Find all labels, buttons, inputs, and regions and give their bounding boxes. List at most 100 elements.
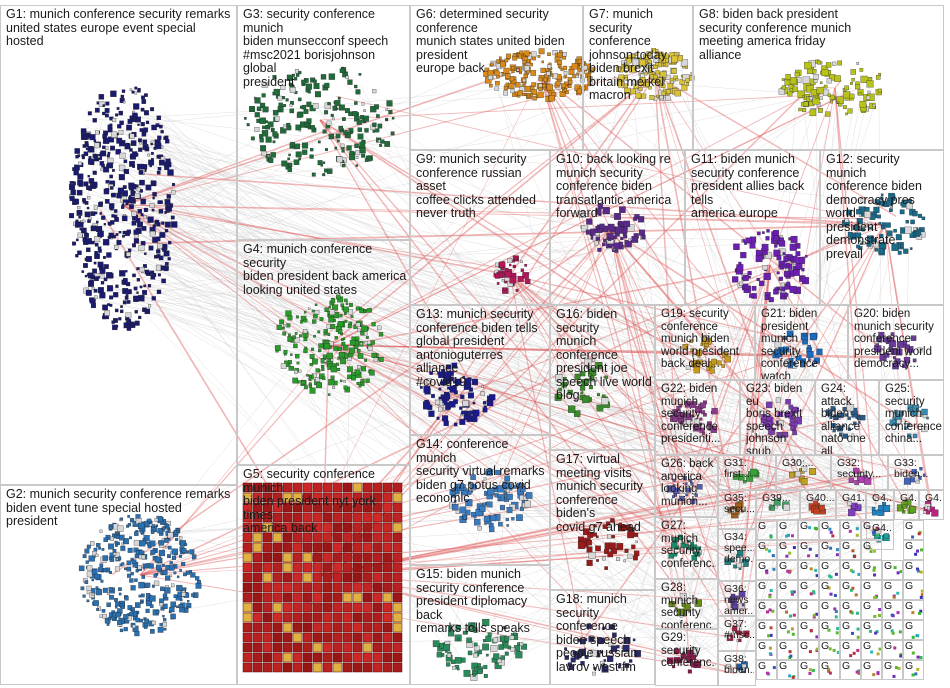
node [121, 89, 126, 93]
edge [731, 503, 932, 641]
node [788, 569, 792, 573]
node [856, 648, 860, 652]
node [658, 55, 664, 60]
node [921, 426, 928, 433]
node [107, 162, 114, 169]
node [835, 553, 839, 557]
node [299, 334, 302, 338]
node [783, 256, 789, 262]
node [745, 237, 752, 244]
node [919, 655, 923, 659]
node [129, 133, 135, 139]
node [100, 167, 104, 171]
edge [138, 206, 711, 355]
node [134, 310, 138, 314]
node [893, 356, 896, 360]
node [176, 605, 179, 609]
node [833, 607, 837, 611]
node [800, 332, 809, 341]
node [120, 94, 125, 99]
node [496, 282, 500, 285]
tiny-group-box [882, 600, 903, 620]
node [109, 295, 114, 300]
node [382, 562, 393, 573]
node [555, 374, 563, 382]
node [95, 586, 99, 589]
node [310, 347, 315, 351]
node [790, 257, 794, 261]
node [515, 651, 523, 659]
node [498, 521, 503, 527]
node [272, 542, 283, 553]
node [482, 407, 488, 413]
node [785, 610, 789, 614]
edge [497, 91, 741, 676]
node [649, 95, 655, 100]
node [500, 61, 506, 68]
node [292, 632, 303, 643]
node [787, 91, 793, 97]
node [382, 542, 393, 553]
edge [617, 218, 742, 553]
edge [692, 597, 739, 655]
node [282, 542, 293, 553]
node [813, 500, 819, 506]
node [282, 612, 293, 623]
node [99, 614, 103, 618]
node [252, 632, 263, 643]
tiny-group-box [903, 540, 924, 560]
node [92, 118, 97, 123]
node [790, 534, 794, 538]
node [134, 91, 138, 95]
node [123, 202, 126, 205]
node [292, 622, 303, 633]
node [529, 62, 533, 67]
node [372, 592, 383, 603]
node [622, 644, 630, 652]
node [139, 179, 145, 186]
edge [370, 374, 694, 609]
node [593, 532, 598, 537]
node [292, 492, 303, 503]
node [812, 591, 816, 595]
node [106, 252, 112, 258]
node [633, 550, 640, 557]
node [667, 83, 674, 89]
node [813, 79, 818, 83]
node [894, 409, 899, 414]
edge-inter-group [321, 475, 805, 576]
node [107, 151, 111, 155]
node [610, 650, 613, 654]
node [151, 124, 157, 131]
edge [119, 395, 457, 531]
edge [90, 179, 734, 602]
group-g8-box [693, 5, 944, 150]
node [340, 358, 347, 365]
node [448, 400, 456, 408]
node [504, 58, 509, 63]
node [571, 63, 578, 70]
node [113, 292, 119, 298]
node [137, 123, 140, 126]
node [367, 307, 372, 313]
node [462, 400, 469, 407]
node [562, 52, 567, 57]
node [586, 546, 593, 553]
node [875, 75, 881, 80]
node [280, 85, 286, 91]
node [595, 236, 600, 241]
edge [627, 561, 739, 567]
node [607, 551, 614, 558]
edge [133, 274, 837, 426]
group-g10-box [550, 150, 685, 305]
node [792, 86, 799, 93]
node [365, 378, 370, 383]
node [242, 582, 253, 593]
node [75, 155, 79, 159]
node [789, 654, 793, 658]
tiny-group-box [756, 660, 777, 680]
group-g32-cluster [848, 467, 872, 485]
node [537, 91, 544, 98]
edge [143, 130, 694, 662]
node [851, 586, 855, 590]
